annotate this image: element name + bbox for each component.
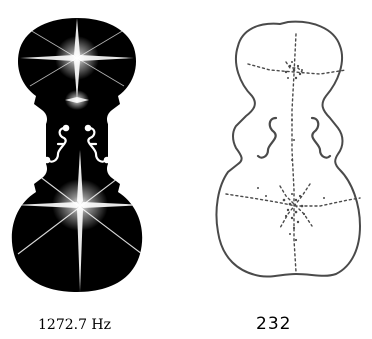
right-violin-panel [216, 22, 360, 277]
middle-antinode-glow [65, 90, 89, 110]
sketch-left-f-hole [258, 118, 276, 158]
left-violin-panel [12, 18, 146, 292]
figure-number-caption: 232 [256, 314, 291, 334]
frequency-caption: 1272.7 Hz [38, 317, 111, 333]
violin-outline-sketch [216, 22, 360, 277]
sketch-right-f-hole [312, 118, 330, 158]
